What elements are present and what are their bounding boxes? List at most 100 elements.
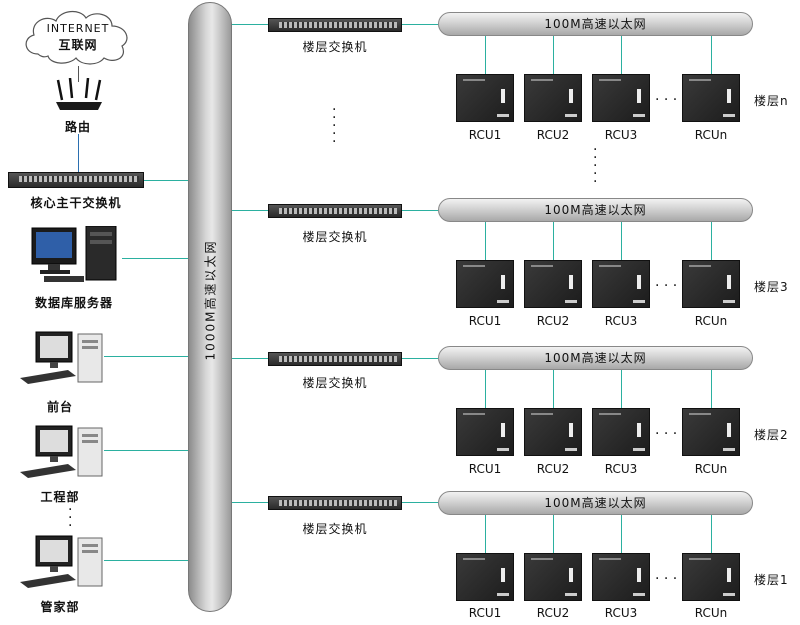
router-icon: [56, 78, 102, 110]
housekeeping-computer-icon: [20, 535, 103, 588]
bus-drop: [485, 222, 486, 260]
floor-switch-label: 楼层交换机: [302, 522, 368, 536]
core-switch-icon: [8, 172, 144, 188]
floor-switch-label: 楼层交换机: [302, 40, 368, 54]
bus-drop: [485, 370, 486, 408]
rcu-device-icon: [682, 553, 740, 601]
bus-drop: [553, 36, 554, 74]
rcu-label: RCU1: [468, 606, 502, 620]
rcu-label: RCUn: [694, 462, 728, 476]
rcu-device-icon: [524, 74, 582, 122]
link-cloud-router: [78, 66, 79, 82]
ellipsis-switches: ·····: [332, 102, 337, 150]
rcu-label: RCU1: [468, 128, 502, 142]
link-housekeeping-backbone: [104, 560, 188, 561]
bus-drop: [711, 370, 712, 408]
floor-label: 楼层2: [754, 428, 789, 442]
floor-switch-label: 楼层交换机: [302, 376, 368, 390]
ellipsis: · · ·: [655, 426, 678, 442]
rcu-device-icon: [592, 408, 650, 456]
link-db-backbone: [122, 258, 188, 259]
link-switch-bus: [402, 502, 438, 503]
rcu-label: RCU3: [604, 128, 638, 142]
rcu-device-icon: [682, 74, 740, 122]
floor-switch-icon: [268, 496, 402, 510]
floor-bus: 100M高速以太网: [438, 491, 753, 515]
ellipsis: · · ·: [655, 571, 678, 587]
bus-drop: [621, 222, 622, 260]
ellipsis-floors: ·····: [593, 142, 598, 190]
bus-drop: [553, 370, 554, 408]
rcu-label: RCU1: [468, 314, 502, 328]
rcu-device-icon: [456, 408, 514, 456]
floor-switch-icon: [268, 204, 402, 218]
rcu-label: RCU3: [604, 606, 638, 620]
floor-label: 楼层3: [754, 280, 789, 294]
internet-cloud-icon: [25, 11, 128, 65]
rcu-label: RCU2: [536, 606, 570, 620]
bus-drop: [553, 222, 554, 260]
link-switch-bus: [402, 24, 438, 25]
rcu-device-icon: [456, 74, 514, 122]
link-switch-bus: [402, 210, 438, 211]
bus-drop: [621, 370, 622, 408]
bus-drop: [711, 515, 712, 553]
floor-switch-icon: [268, 18, 402, 32]
engineering-label: 工程部: [40, 490, 80, 504]
rcu-label: RCUn: [694, 128, 728, 142]
rcu-device-icon: [682, 408, 740, 456]
rcu-device-icon: [524, 408, 582, 456]
rcu-device-icon: [592, 553, 650, 601]
ellipsis: · · ·: [655, 92, 678, 108]
link-backbone-floor-n: [232, 24, 268, 25]
floor-bus: 100M高速以太网: [438, 198, 753, 222]
link-core-backbone: [144, 180, 188, 181]
db-server-label: 数据库服务器: [34, 296, 113, 310]
link-switch-bus: [402, 358, 438, 359]
link-backbone-floor-3: [232, 210, 268, 211]
floor-bus: 100M高速以太网: [438, 12, 753, 36]
link-backbone-floor-2: [232, 358, 268, 359]
rcu-device-icon: [524, 260, 582, 308]
floor-label: 楼层n: [754, 94, 789, 108]
rcu-device-icon: [592, 74, 650, 122]
rcu-device-icon: [456, 260, 514, 308]
ellipsis: · · ·: [655, 278, 678, 294]
floor-switch-icon: [268, 352, 402, 366]
link-router-core: [78, 134, 79, 172]
backbone-label: 1000M高速以太网: [203, 239, 218, 361]
internet-label-cn: 互联网: [58, 38, 98, 52]
ellipsis-left: ···: [68, 502, 73, 534]
bus-drop: [711, 36, 712, 74]
core-switch-label: 核心主干交换机: [30, 196, 122, 210]
link-backbone-floor-1: [232, 502, 268, 503]
bus-drop: [621, 515, 622, 553]
rcu-label: RCU2: [536, 462, 570, 476]
rcu-device-icon: [524, 553, 582, 601]
router-label: 路由: [64, 120, 91, 134]
bus-drop: [553, 515, 554, 553]
rcu-device-icon: [456, 553, 514, 601]
bus-drop: [621, 36, 622, 74]
link-eng-backbone: [104, 450, 188, 451]
server-computer-icon: [31, 226, 117, 282]
rcu-label: RCU2: [536, 314, 570, 328]
link-front-backbone: [104, 356, 188, 357]
floor-bus: 100M高速以太网: [438, 346, 753, 370]
rcu-label: RCUn: [694, 314, 728, 328]
bus-drop: [711, 222, 712, 260]
rcu-label: RCUn: [694, 606, 728, 620]
front-desk-label: 前台: [46, 400, 73, 414]
rcu-label: RCU1: [468, 462, 502, 476]
backbone-bus: [188, 2, 232, 612]
rcu-device-icon: [682, 260, 740, 308]
engineering-computer-icon: [20, 425, 103, 478]
bus-drop: [485, 515, 486, 553]
rcu-label: RCU2: [536, 128, 570, 142]
internet-label: INTERNET: [46, 22, 110, 35]
rcu-label: RCU3: [604, 314, 638, 328]
rcu-device-icon: [592, 260, 650, 308]
bus-drop: [485, 36, 486, 74]
front-desk-computer-icon: [20, 331, 103, 384]
rcu-label: RCU3: [604, 462, 638, 476]
